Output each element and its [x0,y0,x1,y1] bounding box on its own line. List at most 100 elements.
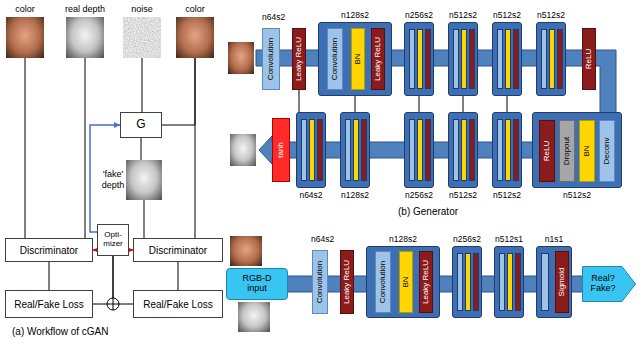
activation-layer: ReLU [539,120,555,182]
label-text: G [134,118,147,131]
label-text: ReLU [585,49,593,69]
layer-group: n512s2ReLUDropoutBNDeconv [532,112,622,188]
layer-bar [465,253,471,311]
activation-layer: Leaky ReLU [292,28,306,90]
activation-layer: ReLU [582,28,596,90]
layer-bar [353,119,359,181]
layer-bar [469,29,475,89]
discriminator-box: Discriminator [5,238,93,262]
label-text: n256s2 [405,190,433,200]
label-text: 'fake' depth [100,169,126,191]
sum-symbol [107,298,119,310]
layer-bar [497,119,503,181]
label-text: n512s1 [495,234,523,244]
label-text: Convolution [316,261,324,303]
label-text: BN [402,276,410,287]
label-text: Leaky ReLU [374,37,382,81]
face-image [126,160,162,200]
layer-bar [425,119,431,181]
layer-bar [497,29,503,89]
label-text: Opti- mizer [98,231,128,249]
label-text: n512s2 [537,10,565,20]
noise-fill [123,17,161,58]
layer-bar [453,119,459,181]
label-text: Leaky ReLU [422,260,430,304]
noise-image [123,17,161,58]
label-text: Real/Fake Loss [141,299,214,310]
layer-bar [549,29,555,89]
arrow-outline [583,267,636,302]
connector [195,58,196,238]
face-image [176,17,214,58]
connector [113,256,133,304]
connector [25,58,26,238]
label-text: tanh [277,142,285,158]
connector [93,256,113,304]
layer-bar [461,119,467,181]
label-text: Convolution [267,38,275,80]
layer-bar [557,29,563,89]
annotation-label: n64s2 [311,234,334,244]
layer-bar [345,119,351,181]
label-text: Dropout [563,137,571,165]
layer-bar [473,253,479,311]
conv-layer: Convolution [262,28,280,90]
norm-layer: BN [399,251,413,313]
loss-box: Real/Fake Loss [5,290,93,318]
activation-layer: Sigmoid [555,251,569,313]
layer-bar [541,253,549,311]
layer-group: n512s2 [492,112,522,188]
activation-layer: Leaky ReLU [371,28,385,90]
discriminator-box: Discriminator [133,238,223,262]
face-image [230,236,262,266]
label-text: Convolution [379,261,387,303]
label-text: n128s2 [341,190,369,200]
layer-group: n64s2 [296,112,326,188]
connector [162,58,195,125]
face-image [230,134,256,166]
image-input: color [5,4,45,58]
generator-box: G [120,112,162,138]
layer-bar [457,253,463,311]
label-text: RGB-D input [237,274,277,294]
layer-group: n256s2 [404,22,434,96]
layer-group: n512s2 [492,22,522,96]
image-output: 'fake' depth [100,160,162,200]
label-text: n128s2 [389,234,417,244]
sum-cross [113,298,114,310]
face-image [228,42,254,74]
layer-group: n256s2 [404,112,434,188]
label-text: color [163,4,227,15]
norm-layer: BN [579,120,595,182]
layer-bar [417,119,423,181]
label-text: ReLU [543,141,551,161]
face-image [6,17,44,58]
label-text: n256s2 [453,234,481,244]
layer-bar [513,119,519,181]
layer-bar [309,119,315,181]
activation-layer: Leaky ReLU [340,250,354,314]
annotation-label: (a) Workflow of cGAN [12,326,109,338]
image-input: real depth [60,4,110,58]
layer-bar [505,119,511,181]
label-text: Leaky ReLU [343,260,351,304]
label-text: Discriminator [18,245,80,256]
layer-bar [505,29,511,89]
label-text: Real? Fake? [585,274,621,294]
optimizer-box: Opti- mizer [97,224,129,256]
output-arrow: Real? Fake? [582,266,636,302]
layer-bar [417,29,423,89]
label-text: Real/Fake Loss [12,299,85,310]
image-input: color [175,4,215,58]
label-text: n512s2 [449,190,477,200]
connector [463,96,464,112]
layer-group: n512s2 [448,112,478,188]
layer-bar [515,253,521,311]
connector [141,138,142,160]
layer-bar [425,29,431,89]
label-text: n512s2 [493,190,521,200]
face-image [66,17,104,58]
label-text: n256s2 [405,10,433,20]
loss-box: Real/Fake Loss [133,290,223,318]
layer-bar [317,119,323,181]
